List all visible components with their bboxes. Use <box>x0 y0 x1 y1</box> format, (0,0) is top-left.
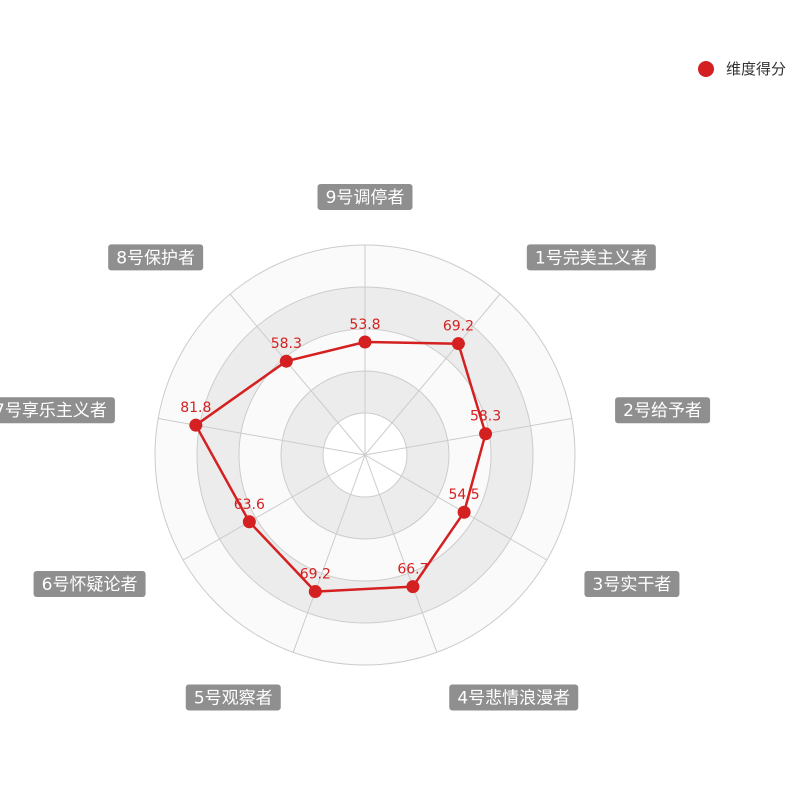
axis-label-6: 5号观察者 <box>185 684 281 711</box>
axis-label-box <box>584 571 680 597</box>
axis-label-text: 8号保护者 <box>116 248 195 268</box>
axis-label-box <box>0 397 115 424</box>
axis-label-box <box>615 397 711 424</box>
grid-spoke-6 <box>292 454 366 653</box>
grid-spoke-7 <box>182 454 366 561</box>
axis-label-text: 6号怀疑论者 <box>42 575 138 595</box>
data-label-3: 58.3 <box>470 409 501 425</box>
axis-label-box <box>526 244 656 271</box>
axis-label-text: 1号完美主义者 <box>535 248 648 268</box>
axis-labels: 9号调停者 1号完美主义者 2号给予者 3号实干者 4号悲情浪漫者 5号观察者 6号怀疑论者… <box>0 184 711 711</box>
axis-label-2: 1号完美主义者 <box>526 244 656 271</box>
grid-spoke-5 <box>364 454 438 653</box>
data-label-7: 63.6 <box>234 497 265 513</box>
axis-label-text: 7号享乐主义者 <box>0 401 107 421</box>
data-points <box>189 335 493 599</box>
data-point-2 <box>451 337 465 351</box>
data-label-9: 58.3 <box>271 336 302 352</box>
series-line <box>194 340 487 593</box>
data-point-7 <box>242 515 256 529</box>
data-label-2: 69.2 <box>443 319 474 335</box>
data-label-6: 69.2 <box>300 567 331 583</box>
data-point-9 <box>279 354 293 368</box>
legend-label: 维度得分 <box>725 60 786 78</box>
axis-label-text: 2号给予者 <box>623 401 702 421</box>
data-point-1 <box>358 335 372 349</box>
series-layer <box>194 340 487 593</box>
data-point-6 <box>308 585 322 599</box>
data-point-5 <box>406 580 420 594</box>
axis-label-text: 9号调停者 <box>326 188 405 208</box>
legend-marker <box>697 60 714 77</box>
legend-item[interactable]: 维度得分 <box>697 58 786 79</box>
axis-label-box <box>449 684 579 711</box>
axis-label-7: 6号怀疑论者 <box>33 571 146 597</box>
axis-label-box <box>33 571 146 597</box>
axis-label-1: 9号调停者 <box>317 184 413 210</box>
grid-spoke-3 <box>364 418 572 456</box>
grid-spoke-2 <box>364 293 501 456</box>
axis-label-text: 4号悲情浪漫者 <box>457 688 570 708</box>
data-point-3 <box>479 427 493 441</box>
axis-label-text: 5号观察者 <box>194 688 273 708</box>
axis-label-3: 2号给予者 <box>615 397 711 424</box>
data-label-8: 81.8 <box>180 400 211 416</box>
data-point-8 <box>189 418 203 432</box>
axis-label-9: 8号保护者 <box>108 244 204 271</box>
axis-label-5: 4号悲情浪漫者 <box>449 684 579 711</box>
axis-label-box <box>185 684 281 711</box>
data-label-4: 54.5 <box>449 487 480 503</box>
data-point-4 <box>457 505 471 519</box>
axis-label-box <box>317 184 413 210</box>
data-label-5: 66.7 <box>397 562 428 578</box>
grid-spoke-4 <box>364 454 548 561</box>
axis-label-4: 3号实干者 <box>584 571 680 597</box>
grid-spoke-9 <box>229 293 366 456</box>
axis-label-8: 7号享乐主义者 <box>0 397 115 424</box>
data-label-1: 53.8 <box>349 317 380 333</box>
axis-label-box <box>108 244 204 271</box>
value-labels: 53.8 69.2 58.3 54.5 66.7 69.2 63.6 81.8 58.3 <box>180 317 501 583</box>
axis-label-text: 3号实干者 <box>593 575 672 595</box>
